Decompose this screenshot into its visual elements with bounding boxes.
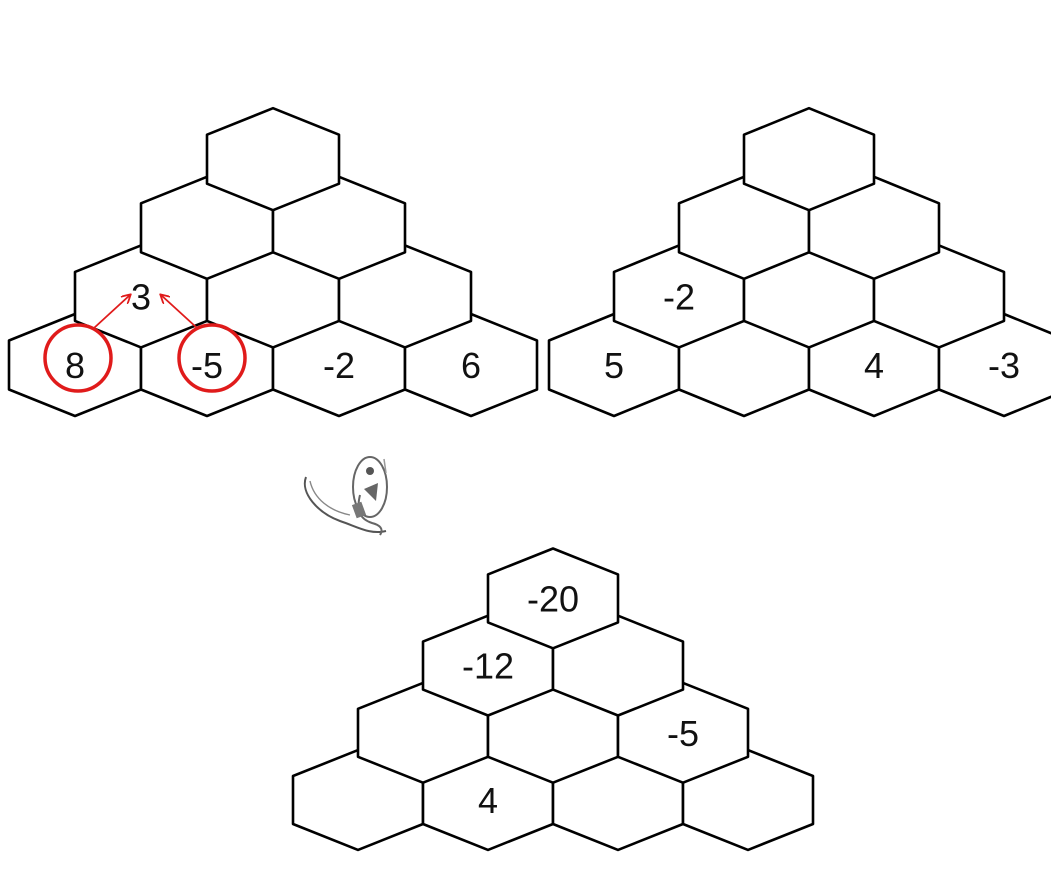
highlight-circle-left [43, 323, 113, 393]
cell-value: -2 [323, 345, 355, 386]
cell-value: 6 [461, 345, 481, 386]
highlight-circle-right [177, 323, 247, 393]
hex-cell-r3-c0 [486, 547, 620, 650]
cell-value: 8 [65, 345, 85, 386]
pyramid-2: 5 4 -3 -2 [547, 106, 1051, 418]
hex-cell-r3-c0 [742, 106, 876, 212]
cell-value: -5 [191, 345, 223, 386]
pyramid-3: 4 -5 -12 -20 [291, 547, 815, 852]
cell-value: 5 [604, 345, 624, 386]
pyramid-1: 8 -5 -2 6 3 [7, 106, 539, 418]
cell-value: 3 [131, 276, 151, 317]
cell-value: 4 [478, 780, 498, 821]
cell-value: -5 [667, 713, 699, 754]
cell-value: -3 [988, 345, 1020, 386]
cell-value: -12 [462, 646, 514, 687]
cell-value: -20 [527, 578, 579, 619]
arrow-left [93, 295, 130, 329]
arrow-right [161, 295, 197, 328]
cell-value: -2 [663, 276, 695, 317]
example-annotation [43, 295, 247, 393]
cell-value: 4 [864, 345, 884, 386]
hex-cell-r3-c0 [205, 106, 341, 212]
cartoon-mascot-icon [303, 456, 388, 536]
